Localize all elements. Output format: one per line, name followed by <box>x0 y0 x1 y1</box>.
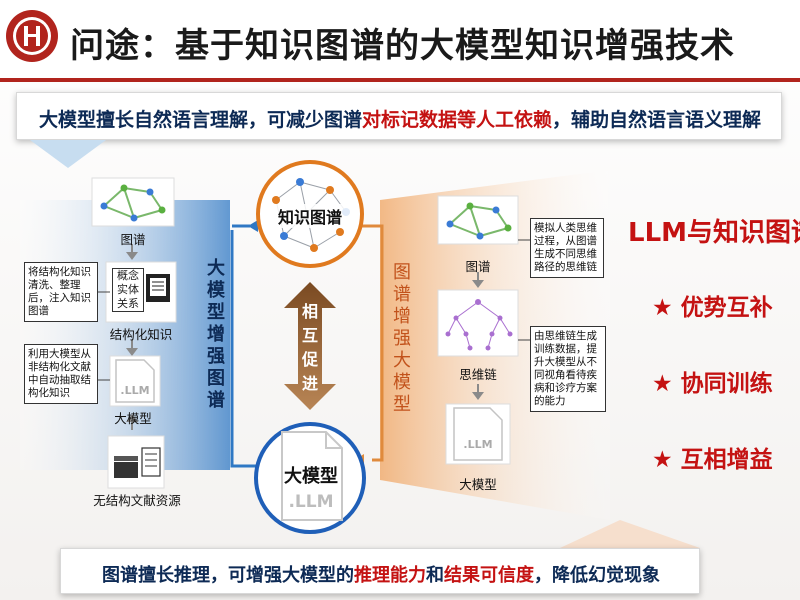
left-connector-arrowhead <box>248 220 258 232</box>
bottom-banner: 图谱擅长推理，可增强大模型的推理能力和结果可信度，降低幻觉现象 <box>60 548 700 594</box>
llm-circle-icon-text: .LLM <box>288 492 334 512</box>
left-vertical-char: 模 <box>207 280 225 301</box>
mutual-char: 相 <box>301 302 318 321</box>
left-vertical-char: 谱 <box>207 390 225 411</box>
right-connector <box>362 224 384 462</box>
left-note-1: 将结构化知识清洗、整理后，注入知识图谱 <box>24 262 98 322</box>
top-banner-segment: 对标记数据等人工依赖 <box>361 109 552 131</box>
right-vertical-char: 大 <box>393 350 411 371</box>
left-vertical-char: 增 <box>207 324 225 345</box>
summary-item: ★ 优势互补 <box>652 295 773 321</box>
llm-doc-icon-large <box>281 431 343 521</box>
bottom-banner-segment: 推理能力 <box>354 565 426 586</box>
right-vertical-char: 图 <box>393 262 411 283</box>
mutual-char: 进 <box>301 374 318 393</box>
kg-circle-label: 知识图谱 <box>264 204 356 228</box>
bottom-banner-text: 图谱擅长推理，可增强大模型的推理能力和结果可信度，降低幻觉现象 <box>61 561 701 587</box>
left-llm-icon-text: .LLM <box>120 384 150 397</box>
bottom-banner-pointer <box>560 520 700 548</box>
mindmap-thumb-icon <box>437 289 519 357</box>
bottom-banner-segment: ，降低幻觉现象 <box>534 565 660 586</box>
left-vertical-char: 大 <box>207 258 225 279</box>
header-rule <box>0 78 800 82</box>
right-llm-doc-icon <box>445 403 511 465</box>
left-vertical-char: 图 <box>207 368 225 389</box>
top-banner-text: 大模型擅长自然语言理解，可减少图谱对标记数据等人工依赖，辅助自然语言语义理解 <box>17 105 783 132</box>
right-vertical-char: 强 <box>393 328 411 349</box>
mutual-char: 互 <box>301 326 318 345</box>
right-vertical-char: 模 <box>393 372 411 393</box>
left-connector <box>230 230 258 468</box>
bottom-banner-segment: 和 <box>426 565 444 586</box>
left-graph-icon <box>103 187 163 219</box>
structured-box: 概念 实体 关系 <box>112 268 144 312</box>
structured-box-line: 关系 <box>117 297 139 310</box>
right-vertical-label: 图 谱 增 强 大 模 型 <box>390 262 414 416</box>
left-vertical-char: 型 <box>207 302 225 323</box>
right-note-2: 由思维链生成训练数据，提升大模型从不同视角看待疾病和诊疗方案的能力 <box>530 326 606 412</box>
mutual-arrow <box>284 282 336 410</box>
structured-box-line: 概念 <box>117 269 139 282</box>
header-bar <box>0 0 800 78</box>
left-graph-label: 图谱 <box>120 232 146 247</box>
top-banner-segment: 大模型擅长自然语言理解，可减少图谱 <box>38 109 362 131</box>
right-graph-label: 图谱 <box>465 259 491 274</box>
left-llm-doc-icon <box>109 355 161 407</box>
right-graph-icon <box>446 202 512 240</box>
left-docs-label: 无结构文献资源 <box>93 493 181 508</box>
structured-box-line: 实体 <box>117 283 139 296</box>
summary-item: ★ 互相增益 <box>652 447 773 473</box>
unstructured-docs-icon <box>107 435 165 489</box>
right-vertical-char: 型 <box>393 394 411 415</box>
page-title: 问途：基于知识图谱的大模型知识增强技术 <box>70 26 735 66</box>
right-mindmap-label: 思维链 <box>459 367 497 382</box>
top-banner: 大模型擅长自然语言理解，可减少图谱对标记数据等人工依赖，辅助自然语言语义理解 <box>16 92 782 140</box>
right-llm-label: 大模型 <box>459 477 497 492</box>
left-vertical-label: 大 模 型 增 强 图 谱 <box>204 258 228 412</box>
bottom-banner-segment: 结果可信度 <box>444 565 534 586</box>
university-seal-icon <box>6 10 58 62</box>
right-vertical-char: 增 <box>393 306 411 327</box>
left-structured-label: 结构化知识 <box>109 327 173 342</box>
top-banner-segment: ，辅助自然语言语义理解 <box>552 109 762 131</box>
left-note-2: 利用大模型从非结构化文献中自动抽取结构化知识 <box>24 344 98 404</box>
right-vertical-char: 谱 <box>393 284 411 305</box>
right-llm-icon-text: .LLM <box>463 438 493 451</box>
bottom-banner-segment: 图谱擅长推理，可增强大模型的 <box>102 565 354 586</box>
summary-item: ★ 协同训练 <box>652 371 773 397</box>
left-vertical-char: 强 <box>207 346 225 367</box>
mutual-char: 促 <box>301 350 318 369</box>
summary-title: LLM与知识图谱 <box>628 218 800 248</box>
mutual-label: 相 互 促 进 <box>298 300 322 396</box>
right-note-1: 模拟人类思维过程，从图谱生成不同思维路径的思维链 <box>530 218 604 278</box>
llm-circle-label: 大模型 <box>284 466 338 487</box>
left-llm-label: 大模型 <box>114 411 152 426</box>
banner-pointer <box>30 140 106 168</box>
